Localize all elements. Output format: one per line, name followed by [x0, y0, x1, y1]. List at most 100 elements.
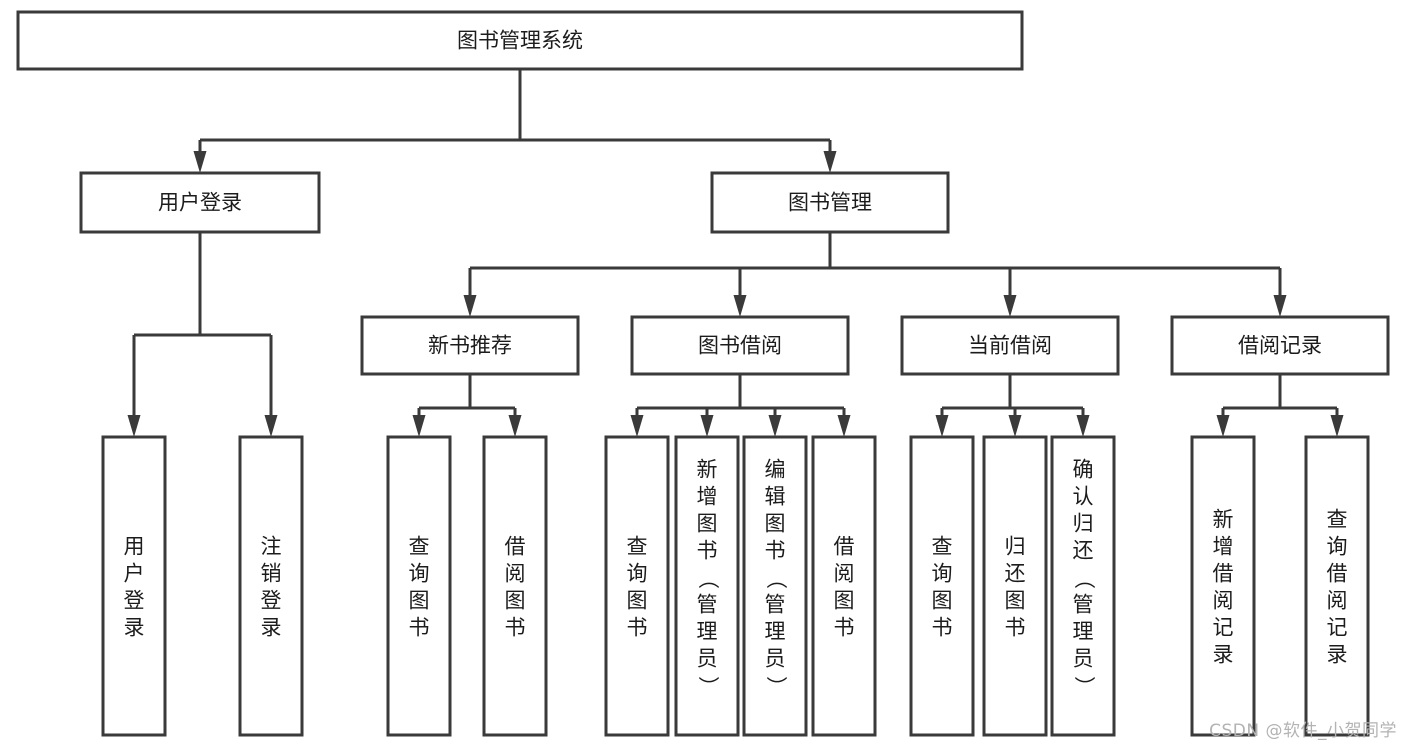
connector-group-root — [193, 69, 837, 173]
node-label-char: 阅 — [834, 562, 855, 586]
node-label-char: 询 — [627, 562, 648, 586]
node-label-char: 书 — [697, 539, 718, 563]
connector-arrowhead — [1216, 415, 1230, 437]
connector-arrowhead — [264, 415, 278, 437]
node-leaf-user-login[interactable]: 用户登录 — [101, 435, 167, 737]
node-label-char: 录 — [1327, 643, 1348, 667]
node-label-char: 录 — [261, 616, 282, 640]
node-label-char: 管 — [697, 593, 718, 617]
node-box-leaf-user-login — [101, 435, 167, 737]
node-label-char: 理 — [765, 620, 786, 644]
node-book-management[interactable]: 图书管理 — [710, 171, 950, 234]
node-label-char: 记 — [1213, 616, 1234, 640]
connector-arrowhead — [1003, 295, 1017, 317]
node-label-char: 理 — [697, 620, 718, 644]
node-root[interactable]: 图书管理系统 — [16, 10, 1024, 71]
node-label-char: 录 — [1213, 643, 1234, 667]
node-label-char: 用 — [124, 535, 145, 559]
connector-arrowhead — [823, 151, 837, 173]
node-label-char: 书 — [627, 616, 648, 640]
node-label-char: 书 — [765, 539, 786, 563]
node-label-char: 销 — [261, 562, 282, 586]
node-label-char: 图 — [765, 512, 786, 536]
node-label-char: （ — [696, 568, 720, 589]
node-box-borrow-record — [1170, 315, 1390, 376]
node-label-current-borrow: 当前借阅 — [968, 334, 1052, 358]
node-label-char: 查 — [627, 535, 648, 559]
node-label-char: 图 — [505, 589, 526, 613]
node-box-user-login — [79, 171, 321, 234]
connector-arrowhead — [1008, 415, 1022, 437]
connector-arrowhead — [935, 415, 949, 437]
node-label-char: 编 — [765, 458, 786, 482]
node-label-char: 录 — [124, 616, 145, 640]
node-label-char: 员 — [765, 647, 786, 671]
node-label-char: 还 — [1073, 539, 1094, 563]
node-label-char: 认 — [1073, 485, 1094, 509]
node-label-char: 询 — [409, 562, 430, 586]
node-user-login[interactable]: 用户登录 — [79, 171, 321, 234]
connector-group-borrow-record — [1216, 374, 1344, 437]
connector-group-new-book-recommend — [412, 374, 522, 437]
connector-group-book-borrow — [630, 374, 851, 437]
node-label-char: 新 — [1213, 508, 1234, 532]
node-label-char: 注 — [261, 535, 282, 559]
node-label-char: 归 — [1073, 512, 1094, 536]
node-label-char: 确 — [1073, 458, 1094, 482]
node-label-char: 借 — [505, 535, 526, 559]
node-label-char: 图 — [409, 589, 430, 613]
node-box-leaf-add-borrow-record — [1190, 435, 1256, 737]
node-label-char: 查 — [1327, 508, 1348, 532]
node-label-char: 书 — [834, 616, 855, 640]
connector-group-book-management — [463, 232, 1287, 317]
node-box-leaf-borrow-book-1 — [482, 435, 548, 737]
node-box-book-borrow — [630, 315, 850, 376]
node-label-char: 借 — [834, 535, 855, 559]
node-label-char: 员 — [697, 647, 718, 671]
connector-group-current-borrow — [935, 374, 1090, 437]
node-label-char: 阅 — [1327, 589, 1348, 613]
node-label-char: 增 — [697, 485, 718, 509]
node-box-leaf-return-book — [982, 435, 1048, 737]
node-label-char: 查 — [409, 535, 430, 559]
node-label-char: 图 — [1005, 589, 1026, 613]
node-label-user-login: 用户登录 — [158, 191, 242, 215]
node-box-book-management — [710, 171, 950, 234]
node-label-char: 书 — [505, 616, 526, 640]
node-current-borrow[interactable]: 当前借阅 — [900, 315, 1120, 376]
connectors-layer — [127, 69, 1344, 437]
watermark: CSDN @软件_小贺同学 — [1209, 721, 1397, 741]
node-label-char: （ — [1072, 568, 1096, 589]
node-borrow-record[interactable]: 借阅记录 — [1170, 315, 1390, 376]
node-book-borrow[interactable]: 图书借阅 — [630, 315, 850, 376]
node-label-char: ） — [1072, 676, 1096, 697]
node-label-char: 增 — [1213, 535, 1234, 559]
nodes-layer: 图书管理系统用户登录图书管理新书推荐图书借阅当前借阅借阅记录用户登录注销登录查询… — [16, 10, 1390, 737]
node-box-leaf-query-borrow-record — [1304, 435, 1370, 737]
connector-arrowhead — [1330, 415, 1344, 437]
node-new-book-recommend[interactable]: 新书推荐 — [360, 315, 580, 376]
connector-arrowhead — [837, 415, 851, 437]
connector-arrowhead — [1076, 415, 1090, 437]
node-box-leaf-edit-book-admin — [742, 435, 808, 737]
node-label-book-management: 图书管理 — [788, 191, 872, 215]
node-label-char: 新 — [697, 458, 718, 482]
connector-arrowhead — [768, 415, 782, 437]
connector-arrowhead — [412, 415, 426, 437]
connector-arrowhead — [733, 295, 747, 317]
connector-arrowhead — [127, 415, 141, 437]
node-label-char: 图 — [834, 589, 855, 613]
